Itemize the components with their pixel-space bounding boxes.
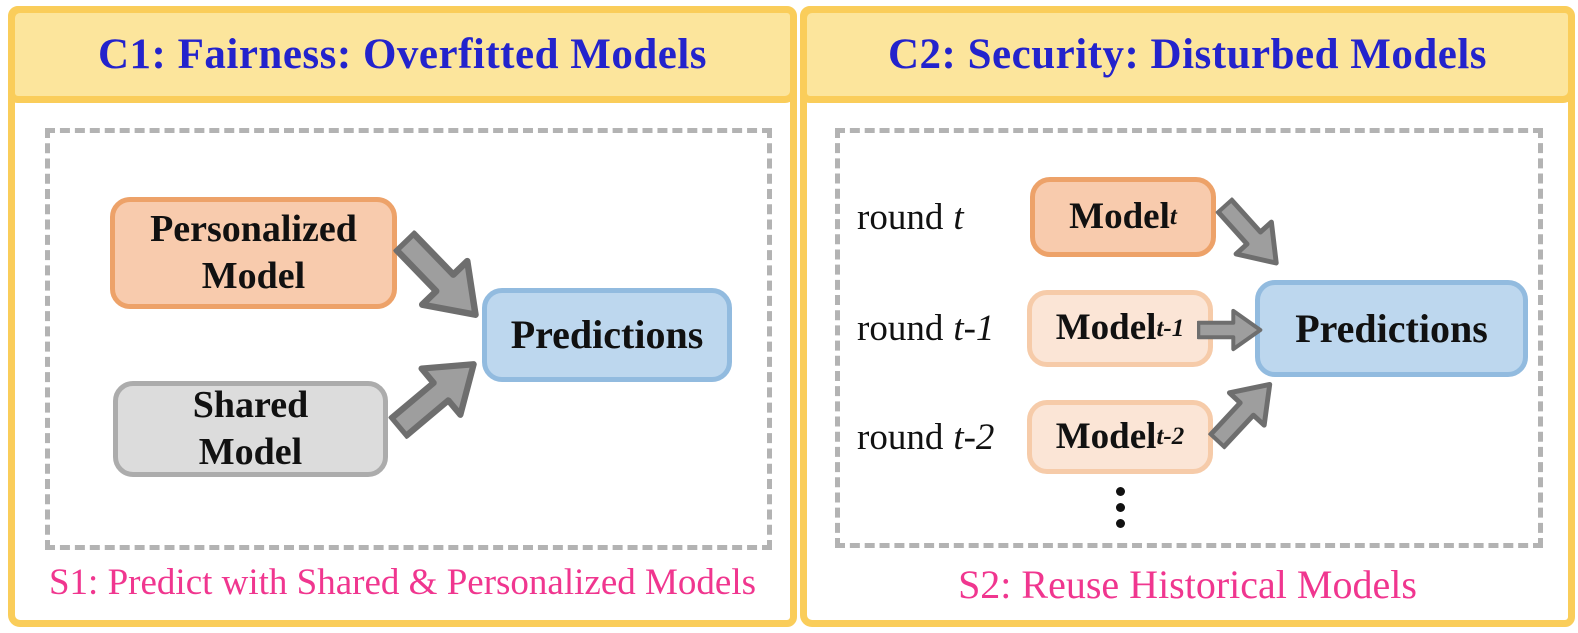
personalized-model-line1: Personalized [150,207,357,250]
c1-predictions-label: Predictions [510,312,704,357]
shared-model-line1: Shared [192,383,309,426]
c2-predictions-node: Predictions [1255,280,1528,377]
vertical-ellipsis-icon [1112,483,1128,531]
c1-dashed-box [45,128,772,550]
arrow-model-t-to-predictions-icon [1215,197,1279,266]
c2-predictions-label: Predictions [1295,305,1488,351]
arrow-personalized-to-predictions-icon [393,230,479,318]
c2-header-title: C2: Security: Disturbed Models [887,31,1488,78]
c2-caption: S2: Reuse Historical Models [958,562,1417,607]
c1-caption: S1: Predict with Shared & Personalized M… [48,562,756,603]
personalized-model-node: Personalized Model [110,197,397,309]
shared-model-node: Shared Model [113,381,388,477]
panel-c1: C1: Fairness: Overfitted Models Personal… [8,6,797,627]
c1-predictions-node: Predictions [482,288,732,382]
arrow-model-t1-to-predictions-icon [1197,308,1263,352]
shared-model-line2: Model [198,431,303,473]
c1-header: C1: Fairness: Overfitted Models [8,6,797,103]
c2-dashed-box [835,128,1543,548]
c2-header: C2: Security: Disturbed Models [800,6,1575,103]
personalized-model-line2: Model [201,255,306,297]
arrow-model-t2-to-predictions-icon [1208,381,1273,450]
c1-header-title: C1: Fairness: Overfitted Models [98,31,707,78]
arrow-shared-to-predictions-icon [388,361,477,439]
